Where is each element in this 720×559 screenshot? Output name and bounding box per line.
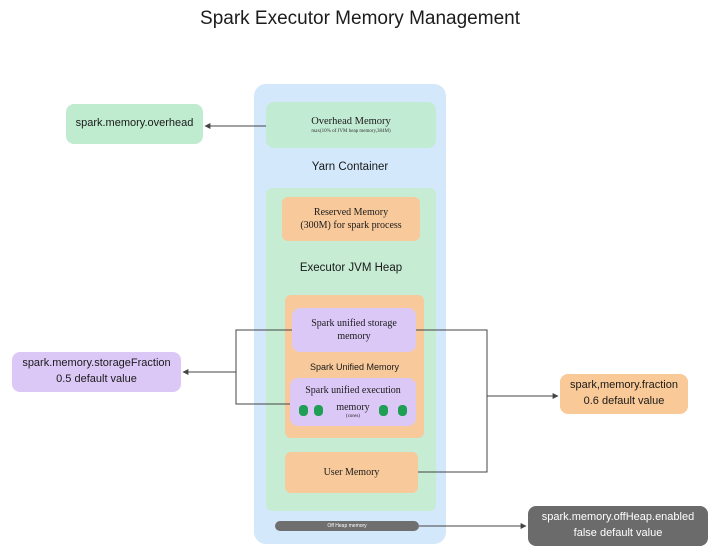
callout-overhead-config: spark.memory.overhead xyxy=(75,117,194,130)
callout-storage-fraction-default: 0.5 default value xyxy=(56,373,137,385)
callout-fraction-default: 0.6 default value xyxy=(583,395,665,407)
yarn-container-label: Yarn Container xyxy=(311,161,389,173)
callout-memory-fraction: spark,memory.fraction 0.6 default value xyxy=(560,374,688,414)
callout-offheap-default: false default value xyxy=(573,527,663,539)
core-icon xyxy=(314,405,323,416)
reserved-memory-box: Reserved Memory (300M) for spark process xyxy=(282,197,420,241)
core-icon xyxy=(299,405,308,416)
connector-storage-bracket xyxy=(235,329,292,405)
overhead-memory-box: Overhead Memory max(10% of JVM heap memo… xyxy=(266,102,436,148)
callout-offheap-enabled: spark.memory.offHeap.enabled false defau… xyxy=(528,506,708,546)
overhead-memory-label: Overhead Memory xyxy=(311,116,391,127)
callout-memory-overhead: spark.memory.overhead xyxy=(66,104,203,144)
off-heap-memory-bar: Off Heap memory xyxy=(275,521,419,531)
user-memory-label: User Memory xyxy=(323,467,380,478)
core-icon xyxy=(398,405,407,416)
callout-storage-fraction: spark.memory.storageFraction 0.5 default… xyxy=(12,352,181,392)
core-icon xyxy=(379,405,388,416)
storage-memory-label-line1: Spark unified storage xyxy=(311,317,397,329)
spark-unified-memory-label: Spark Unified Memory xyxy=(309,362,400,372)
callout-fraction-config: spark,memory.fraction xyxy=(570,379,678,392)
unified-execution-memory-box: Spark unified execution memory (cores) xyxy=(290,378,416,426)
callout-offheap-config: spark.memory.offHeap.enabled xyxy=(541,511,695,524)
reserved-memory-detail: (300M) for spark process xyxy=(300,220,402,231)
execution-cores-note: (cores) xyxy=(346,414,360,419)
unified-storage-memory-box: Spark unified storage memory xyxy=(292,308,416,352)
overhead-memory-note: max(10% of JVM heap memory,384M) xyxy=(311,129,391,134)
execution-memory-label-line2: memory xyxy=(336,402,370,413)
reserved-memory-label: Reserved Memory xyxy=(313,206,389,218)
diagram-title: Spark Executor Memory Management xyxy=(200,8,520,29)
storage-memory-label-line2: memory xyxy=(337,331,371,342)
executor-jvm-heap-label: Executor JVM Heap xyxy=(299,262,403,274)
user-memory-box: User Memory xyxy=(285,452,418,493)
callout-storage-fraction-config: spark.memory.storageFraction xyxy=(22,357,171,370)
off-heap-memory-label: Off Heap memory xyxy=(327,523,367,529)
execution-memory-label-line1: Spark unified execution xyxy=(305,385,401,396)
connector-fraction-bracket xyxy=(416,329,488,473)
